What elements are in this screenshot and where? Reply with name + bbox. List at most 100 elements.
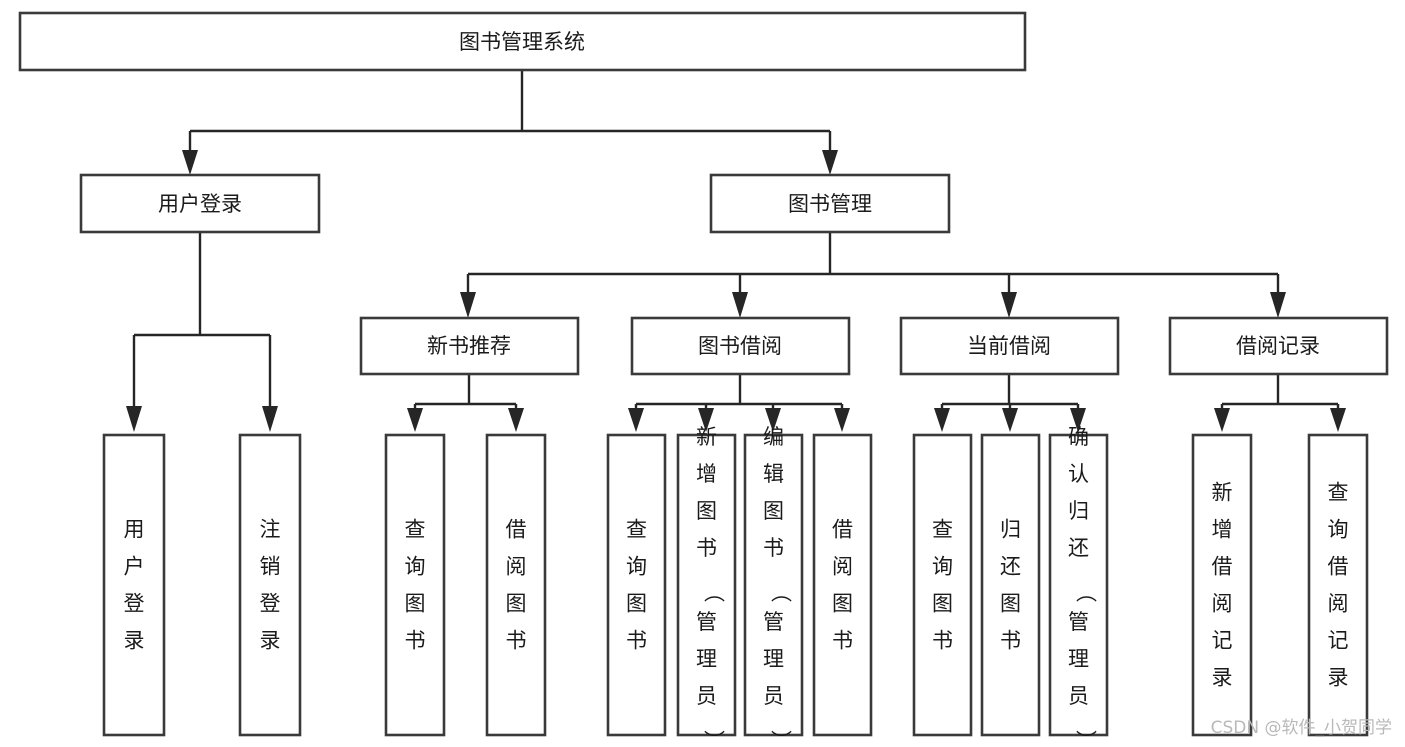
arrow-head-user-login-leaf-2 (262, 406, 278, 432)
node-book-management[interactable]: 图书管理 (709, 173, 951, 234)
leaf-glyph: （ (702, 582, 726, 603)
leaf-current-borrow-1-box[interactable] (912, 433, 973, 737)
leaf-glyph: 书 (506, 629, 527, 653)
leaf-glyph: 认 (1068, 462, 1089, 486)
arrow-head-current-borrow (1001, 292, 1017, 318)
leaf-borrow-record-1-box[interactable] (1191, 433, 1253, 737)
leaf-borrow-record-2-box[interactable] (1307, 433, 1369, 737)
arrow-head-new-book-leaf-2 (508, 408, 524, 432)
leaf-glyph: 图 (696, 499, 717, 523)
node-new-book-recommend-label: 新书推荐 (427, 334, 511, 358)
leaf-glyph: 管 (1068, 610, 1089, 634)
arrow-head-book-borrow-leaf-3 (765, 408, 781, 432)
node-borrow-record[interactable]: 借阅记录 (1168, 316, 1389, 376)
leaf-glyph: 用 (124, 518, 145, 542)
leaf-glyph: 书 (763, 536, 784, 560)
node-book-management-box[interactable] (709, 173, 951, 234)
leaf-current-borrow-2[interactable] (980, 433, 1041, 737)
leaf-user-login-2[interactable] (238, 433, 302, 737)
leaf-glyph: 借 (1328, 555, 1349, 579)
leaf-glyph: 图 (506, 592, 527, 616)
leaf-glyph: 书 (405, 629, 426, 653)
leaf-glyph: 管 (763, 610, 784, 634)
leaf-new-book-1[interactable] (384, 433, 446, 737)
leaf-glyph: 借 (832, 518, 853, 542)
leaf-book-borrow-2-box[interactable] (676, 433, 737, 737)
leaf-glyph: 新 (1212, 481, 1233, 505)
node-user-login-label: 用户登录 (158, 192, 242, 216)
node-root[interactable]: 图书管理系统 (18, 11, 1027, 72)
leaf-new-book-2-box[interactable] (485, 433, 547, 737)
node-current-borrow[interactable]: 当前借阅 (899, 316, 1120, 376)
leaf-borrow-record-2[interactable] (1307, 433, 1369, 737)
leaf-glyph: 记 (1212, 629, 1233, 653)
arrow-head-current-borrow-leaf-3 (1070, 408, 1086, 432)
leaf-book-borrow-4-box[interactable] (812, 433, 873, 737)
leaf-borrow-record-1[interactable] (1191, 433, 1253, 737)
arrow-head-borrow-record (1270, 292, 1286, 318)
leaf-book-borrow-3-box[interactable] (743, 433, 804, 737)
leaf-book-borrow-3[interactable] (743, 433, 804, 737)
leaf-glyph: 询 (626, 555, 647, 579)
leaf-glyph: 书 (696, 536, 717, 560)
leaf-glyph: 还 (1000, 555, 1021, 579)
leaf-new-book-1-box[interactable] (384, 433, 446, 737)
leaf-glyph: 理 (696, 647, 717, 671)
leaf-current-borrow-2-box[interactable] (980, 433, 1041, 737)
leaf-user-login-1[interactable] (102, 433, 166, 737)
node-current-borrow-label: 当前借阅 (967, 334, 1051, 358)
arrow-head-user-login (182, 150, 198, 175)
leaf-glyph: 确 (1068, 425, 1089, 449)
leaf-glyph: 询 (932, 555, 953, 579)
leaf-glyph: 销 (260, 555, 281, 579)
node-user-login[interactable]: 用户登录 (79, 173, 321, 234)
node-new-book-recommend-box[interactable] (359, 316, 580, 376)
node-book-borrow-box[interactable] (630, 316, 851, 376)
leaf-glyph: 图 (932, 592, 953, 616)
arrow-head-book-borrow (732, 292, 748, 318)
leaf-glyph: 管 (696, 610, 717, 634)
node-current-borrow-box[interactable] (899, 316, 1120, 376)
leaf-book-borrow-1[interactable] (606, 433, 667, 737)
node-book-management-label: 图书管理 (788, 192, 872, 216)
node-borrow-record-box[interactable] (1168, 316, 1389, 376)
leaf-glyph: 查 (405, 518, 426, 542)
leaf-glyph: ） (769, 730, 793, 747)
leaf-glyph: 查 (1328, 481, 1349, 505)
arrow-head-book-mgmt (822, 150, 838, 175)
node-root-box[interactable] (18, 11, 1027, 72)
arrow-head-user-login-leaf-1 (126, 406, 142, 432)
node-new-book-recommend[interactable]: 新书推荐 (359, 316, 580, 376)
leaf-book-borrow-1-box[interactable] (606, 433, 667, 737)
leaf-glyph: 阅 (1328, 592, 1349, 616)
leaf-glyph: 阅 (1212, 592, 1233, 616)
leaf-current-borrow-1[interactable] (912, 433, 973, 737)
arrow-head-current-borrow-leaf-1 (934, 408, 950, 432)
leaf-user-login-1-label: 用户登录 (124, 518, 145, 653)
leaf-current-borrow-3-box[interactable] (1048, 433, 1109, 737)
leaf-glyph: 户 (124, 555, 145, 579)
node-user-login-box[interactable] (79, 173, 321, 234)
leaf-new-book-2[interactable] (485, 433, 547, 737)
leaf-glyph: 理 (1068, 647, 1089, 671)
leaf-glyph: 记 (1328, 629, 1349, 653)
leaf-glyph: 录 (260, 629, 281, 653)
node-book-borrow[interactable]: 图书借阅 (630, 316, 851, 376)
leaf-glyph: 还 (1068, 536, 1089, 560)
leaf-glyph: 增 (696, 462, 717, 486)
leaf-glyph: 编 (763, 425, 784, 449)
leaf-glyph: 借 (1212, 555, 1233, 579)
leaf-current-borrow-3[interactable] (1048, 433, 1109, 737)
leaf-book-borrow-4[interactable] (812, 433, 873, 737)
leaf-user-login-2-box[interactable] (238, 433, 302, 737)
leaf-user-login-1-box[interactable] (102, 433, 166, 737)
leaf-book-borrow-2[interactable] (676, 433, 737, 737)
connector-layer (126, 70, 1346, 432)
leaf-glyph: 书 (932, 629, 953, 653)
